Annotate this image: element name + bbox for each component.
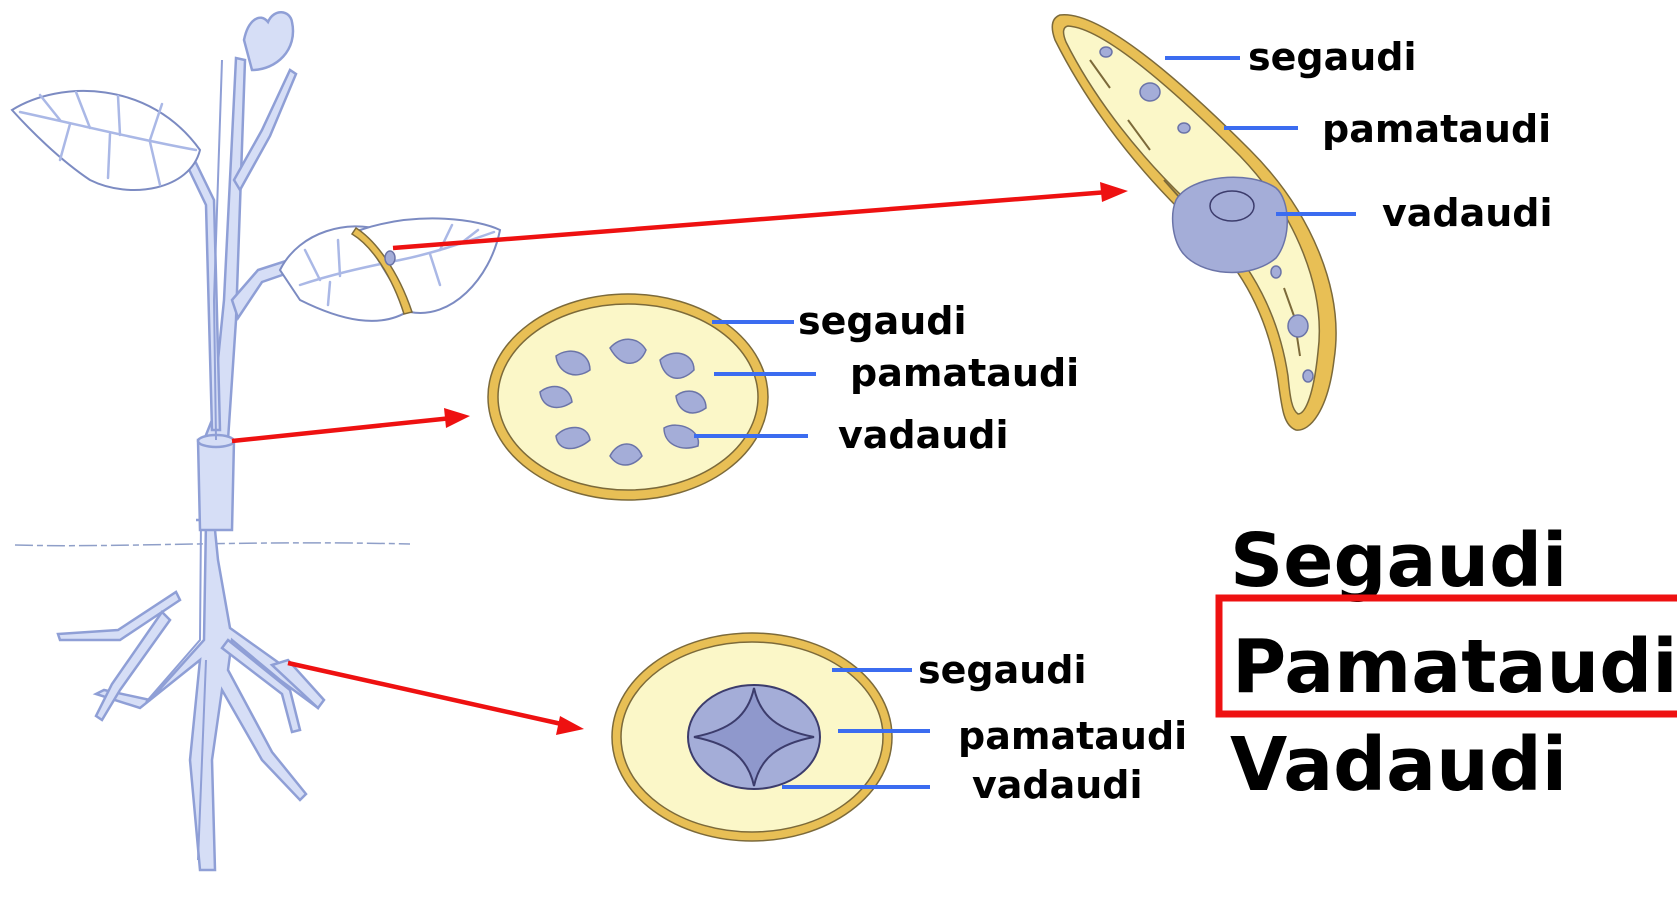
key-dermal: Segaudi	[1230, 518, 1567, 604]
root-label-dermal: segaudi	[918, 648, 1087, 692]
root-system	[58, 520, 322, 870]
stem-label-ground: pamataudi	[850, 351, 1079, 395]
root-cross-section: segaudi pamataudi vadaudi	[612, 633, 1187, 841]
stem-label-dermal: segaudi	[798, 299, 967, 343]
leaf-upper	[12, 91, 200, 190]
root-label-ground: pamataudi	[958, 714, 1187, 758]
leaf-cross-section: segaudi pamataudi vadaudi	[1052, 15, 1552, 430]
plant-illustration	[12, 12, 500, 870]
arrow-to-leaf	[393, 182, 1128, 248]
stem-cross-section: segaudi pamataudi vadaudi	[488, 294, 1079, 500]
arrow-to-stem	[232, 408, 470, 441]
arrow-to-root	[288, 663, 584, 735]
leaf-sectioned	[280, 218, 500, 320]
key-vascular: Vadaudi	[1230, 722, 1567, 808]
key-ground: Pamataudi	[1232, 624, 1677, 710]
leaf-label-dermal: segaudi	[1248, 35, 1417, 79]
leaf-label-ground: pamataudi	[1322, 107, 1551, 151]
tissue-key: Segaudi Pamataudi Vadaudi	[1219, 518, 1677, 808]
leaf-label-vascular: vadaudi	[1382, 191, 1553, 235]
stem-label-vascular: vadaudi	[838, 413, 1009, 457]
root-label-vascular: vadaudi	[972, 763, 1143, 807]
